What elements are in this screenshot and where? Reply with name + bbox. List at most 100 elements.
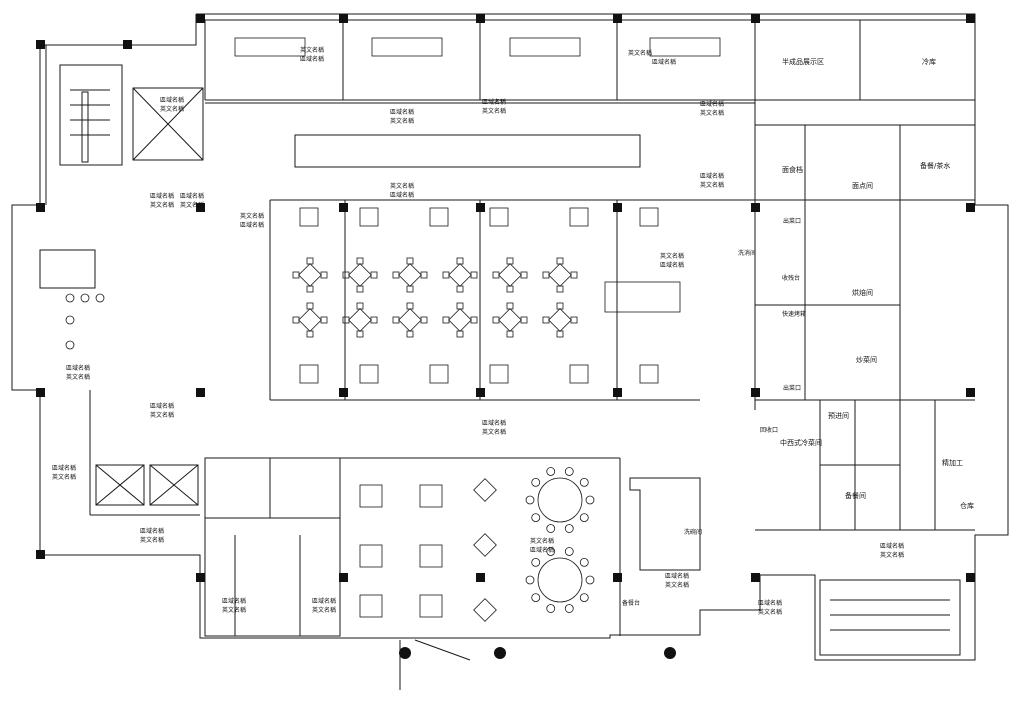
chair — [320, 316, 328, 324]
chair — [556, 330, 564, 338]
booth-table — [639, 364, 659, 384]
chair — [542, 316, 550, 324]
label-round: 英文名稱 — [530, 537, 554, 545]
label-top-room1: 英文名稱 — [300, 46, 324, 54]
label-corr-right: 區域名稱 — [700, 172, 724, 180]
svg-text:英文名稱: 英文名稱 — [160, 105, 184, 113]
chair — [456, 330, 464, 338]
label-small-b: 出菜口 — [783, 384, 801, 392]
label-dish: 洗碗间 — [684, 528, 702, 536]
chair — [542, 271, 550, 279]
label-center: 區域名稱 — [482, 419, 506, 427]
square-table — [348, 263, 372, 287]
square-table — [398, 308, 422, 332]
label-western-cold: 中西式冷菜间 — [780, 438, 822, 447]
chair — [356, 285, 364, 293]
chair — [356, 302, 364, 310]
square-table — [448, 263, 472, 287]
chair — [525, 495, 535, 505]
chair — [506, 330, 514, 338]
banquet-table — [371, 37, 443, 57]
chair — [556, 302, 564, 310]
dining-table — [419, 544, 443, 568]
square-table — [298, 263, 322, 287]
chair — [456, 302, 464, 310]
label-stir-fry: 炒菜间 — [856, 355, 877, 364]
chair — [342, 271, 350, 279]
chair — [564, 467, 574, 476]
banquet-table — [649, 37, 721, 57]
label-lower-right: 區域名稱 — [665, 572, 689, 580]
structural-columns — [36, 14, 975, 659]
label-backup: 备餐间 — [845, 491, 866, 500]
chair — [531, 477, 541, 487]
booth-table — [569, 207, 589, 227]
svg-text:英文名稱: 英文名稱 — [482, 107, 506, 115]
svg-text:英文名稱: 英文名稱 — [222, 606, 246, 614]
chair — [406, 302, 414, 310]
stool — [80, 293, 90, 303]
svg-text:區域名稱: 區域名稱 — [530, 546, 554, 554]
booth-table — [429, 207, 449, 227]
chair — [306, 302, 314, 310]
booth-table — [299, 207, 319, 227]
chair — [506, 257, 514, 265]
label-left-zone1: 區域名稱 — [160, 96, 184, 104]
chair — [406, 285, 414, 293]
booth-table — [569, 364, 589, 384]
chair — [470, 316, 478, 324]
square-table — [548, 308, 572, 332]
chair — [306, 285, 314, 293]
label-small-c: 回收口 — [760, 426, 778, 434]
svg-text:區域名稱: 區域名稱 — [652, 58, 676, 66]
room-labels: 英文名稱 區域名稱 英文名稱 區域名稱 區域名稱 英文名稱 區域名稱 英文名稱 … — [52, 46, 974, 616]
chair — [356, 257, 364, 265]
label-top-corr2: 區域名稱 — [482, 98, 506, 106]
chair — [579, 513, 589, 523]
svg-text:英文名稱: 英文名稱 — [150, 201, 174, 209]
chair — [546, 604, 556, 613]
walls — [11, 13, 1009, 690]
svg-text:英文名稱: 英文名稱 — [180, 201, 204, 209]
label-wc2: 區域名稱 — [312, 597, 336, 605]
chair — [556, 285, 564, 293]
svg-text:區域名稱: 區域名稱 — [240, 221, 264, 229]
svg-text:英文名稱: 英文名稱 — [390, 117, 414, 125]
chair — [579, 593, 589, 603]
svg-text:英文名稱: 英文名稱 — [700, 181, 724, 189]
svg-text:英文名稱: 英文名稱 — [880, 551, 904, 559]
chair — [570, 271, 578, 279]
label-bakery: 烘焙间 — [852, 288, 873, 297]
chair — [564, 604, 574, 613]
booth-table — [639, 207, 659, 227]
chair — [564, 524, 574, 533]
label-elev-zone: 區域名稱 — [66, 364, 90, 372]
stool — [65, 340, 75, 350]
chair — [420, 271, 428, 279]
chair — [392, 316, 400, 324]
label-lower-right2: 區域名稱 — [758, 599, 782, 607]
label-left-zone2: 區域名稱 — [150, 192, 174, 200]
chair — [570, 316, 578, 324]
svg-text:英文名稱: 英文名稱 — [52, 473, 76, 481]
chair — [556, 257, 564, 265]
chair — [579, 477, 589, 487]
chair — [564, 547, 574, 556]
square-table — [473, 478, 497, 502]
chair — [392, 271, 400, 279]
banquet-table — [234, 37, 306, 57]
svg-text:英文名稱: 英文名稱 — [150, 411, 174, 419]
chair — [342, 316, 350, 324]
svg-text:英文名稱: 英文名稱 — [758, 608, 782, 616]
svg-text:英文名稱: 英文名稱 — [140, 536, 164, 544]
chair — [585, 575, 595, 585]
chair — [525, 575, 535, 585]
square-table — [398, 263, 422, 287]
dining-table — [359, 594, 383, 618]
square-table — [473, 598, 497, 622]
chair — [356, 330, 364, 338]
stool — [65, 315, 75, 325]
chair — [520, 316, 528, 324]
chair — [492, 316, 500, 324]
